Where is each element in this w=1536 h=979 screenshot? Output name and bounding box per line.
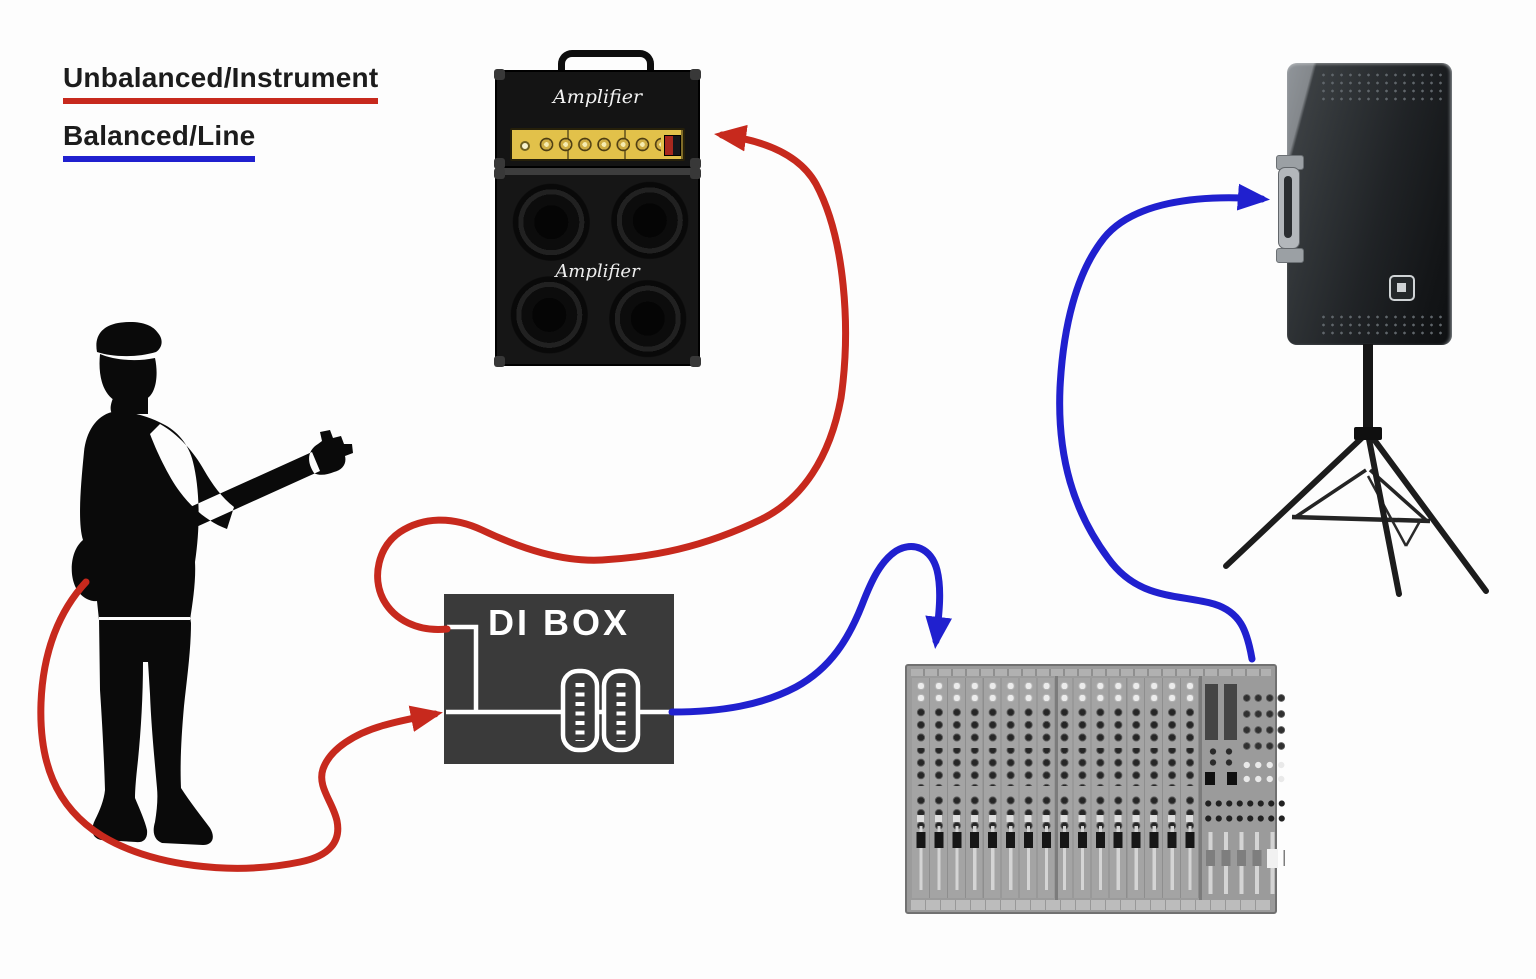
stand-braces bbox=[1293, 468, 1428, 522]
stand-brace-bar bbox=[1291, 514, 1431, 524]
amp-cabinet-label: Amplifier bbox=[555, 261, 640, 282]
cable-mixer-to-speaker bbox=[1056, 183, 1271, 663]
amp-cabinet: Amplifier bbox=[494, 168, 701, 367]
corner-cap bbox=[690, 356, 701, 367]
speaker-grille-top bbox=[1319, 71, 1444, 101]
mixer-master-divider bbox=[1199, 676, 1202, 900]
speaker-handle-slot bbox=[1284, 176, 1292, 238]
amplifier-stack: Amplifier Amplifier bbox=[494, 48, 701, 368]
corner-cap bbox=[494, 69, 505, 80]
di-box: DI BOX bbox=[444, 594, 674, 764]
amp-knobs bbox=[537, 130, 661, 159]
mixer-group-divider bbox=[1055, 676, 1058, 900]
cable-guitar-to-dibox bbox=[37, 578, 443, 872]
mixer-master-section bbox=[1203, 678, 1287, 898]
mixer-top-strip bbox=[911, 669, 1271, 676]
mixer-mute-buttons bbox=[1205, 772, 1239, 785]
amp-handle bbox=[558, 50, 654, 83]
amp-head-label: Amplifier bbox=[552, 86, 643, 108]
legend-item-balanced-line: Balanced/Line bbox=[63, 120, 256, 162]
amp-control-panel bbox=[510, 128, 685, 161]
mixer-meter-buttons bbox=[1205, 746, 1237, 768]
corner-cap bbox=[690, 69, 701, 80]
mixer-meters bbox=[1205, 684, 1237, 740]
guitarist-body bbox=[71, 322, 353, 845]
power-led-icon bbox=[520, 141, 530, 151]
mixer-master-fader-white-cap bbox=[1267, 849, 1278, 868]
stand-pole bbox=[1363, 344, 1373, 436]
mixer-light-buttons bbox=[1241, 758, 1287, 786]
corner-cap bbox=[494, 356, 505, 367]
corner-cap bbox=[690, 168, 701, 179]
speaker-handle bbox=[1278, 167, 1300, 249]
speaker-grille-bottom bbox=[1319, 313, 1444, 335]
handle-bracket bbox=[1276, 248, 1304, 263]
mixing-console bbox=[905, 664, 1287, 914]
amp-head: Amplifier bbox=[494, 69, 701, 169]
mixer-button-grid bbox=[1241, 690, 1287, 754]
stand-thin-brace bbox=[1366, 475, 1422, 547]
cable-dibox-to-mixer bbox=[668, 543, 953, 716]
pa-speaker bbox=[1276, 63, 1452, 345]
power-switch-icon bbox=[664, 135, 681, 156]
legend-item-unbalanced-instrument: Unbalanced/Instrument bbox=[63, 62, 379, 104]
speaker-stand bbox=[1223, 344, 1489, 597]
stand-legs bbox=[1223, 431, 1489, 597]
stand-collar bbox=[1354, 427, 1382, 440]
legend: Unbalanced/Instrument Balanced/Line bbox=[63, 62, 379, 178]
mixer-master-fader-caps bbox=[1203, 850, 1285, 866]
mixer-assign-buttons bbox=[1203, 796, 1287, 826]
speaker-logo bbox=[1389, 275, 1415, 301]
di-box-label: DI BOX bbox=[487, 602, 630, 643]
speaker-logo-glyph bbox=[1397, 283, 1406, 292]
guitarist-silhouette bbox=[71, 322, 353, 845]
corner-cap bbox=[494, 168, 505, 179]
mixer-bottom-strip bbox=[911, 900, 1271, 910]
